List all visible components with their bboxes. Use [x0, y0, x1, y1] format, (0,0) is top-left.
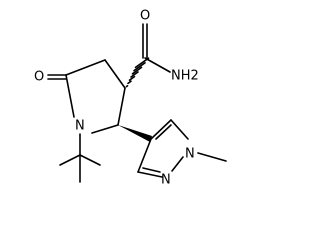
bond-n-methyl	[197, 152, 227, 162]
bond-pz-c3-c4	[137, 138, 152, 173]
atom-label-ring-n: N	[75, 119, 85, 134]
bond-pz-c4-c5-inner	[155, 124, 172, 140]
atom-label-pyrazole-n2: N	[161, 173, 171, 188]
bond-c4-c3	[104, 59, 126, 89]
bond-c5-c4	[65, 59, 106, 76]
bond-c2-n1	[91, 124, 119, 134]
bond-c3-c2	[117, 87, 126, 126]
atom-label-o-ring: O	[34, 70, 44, 85]
solid-wedge-bond	[118, 125, 152, 142]
atom-label-o-amide: O	[140, 9, 150, 24]
bond-pz-c4-c5	[150, 119, 172, 140]
bond-pz-n2-c3-inner	[142, 167, 161, 173]
hashed-stereo-bond	[125, 57, 150, 88]
atom-label-pyrazole-n-methyl: N	[185, 147, 195, 162]
bond-pz-n2-c3	[137, 171, 163, 178]
bond-cq-me2	[79, 154, 101, 166]
bond-pz-n1-n2	[171, 156, 184, 172]
bond-pz-c5-n1	[170, 119, 189, 140]
bond-cq-me1	[59, 154, 81, 166]
bond-amide-c-n	[144, 57, 171, 73]
bond-n1-c5	[65, 74, 75, 118]
atom-label-amide-n: NH2	[171, 69, 199, 84]
chemical-structure: O O NH2 N N N	[34, 9, 227, 188]
